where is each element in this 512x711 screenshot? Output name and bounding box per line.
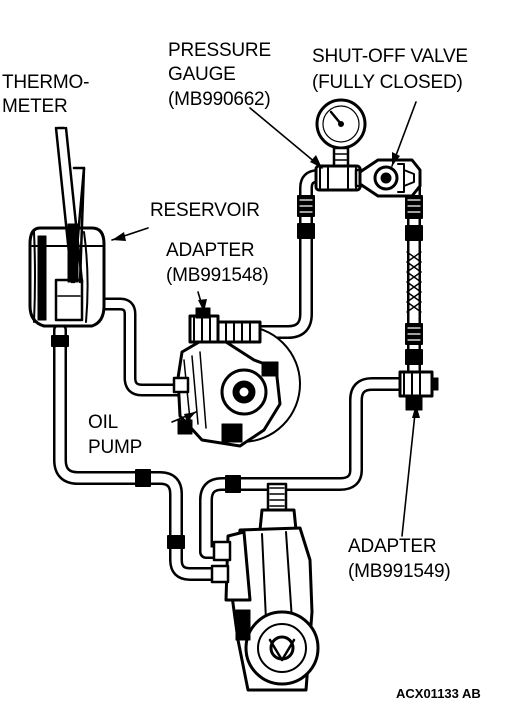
pressure-gauge-label-line2: GAUGE xyxy=(168,64,236,85)
thermometer-label-line2: METER xyxy=(2,96,68,117)
shut-off-valve-label-line1: SHUT-OFF VALVE xyxy=(312,46,468,67)
oil-pump xyxy=(172,325,301,448)
steering-gear-box xyxy=(210,482,320,692)
pressure-gauge-label-line1: PRESSURE xyxy=(168,40,271,61)
suction-hose xyxy=(93,297,185,397)
pressure-gauge-part-number: (MB990662) xyxy=(168,89,271,110)
lower-adapter-label-line1: ADAPTER xyxy=(348,536,437,557)
lower-adapter xyxy=(398,370,439,411)
reservoir xyxy=(28,226,106,328)
upper-adapter xyxy=(188,307,262,344)
shut-off-valve xyxy=(358,158,422,198)
pressure-hose-pump-to-gauge xyxy=(251,169,337,339)
pressure-gauge xyxy=(315,98,367,168)
thermometer-label-line1: THERMO- xyxy=(2,72,90,93)
upper-adapter-part-number: (MB991548) xyxy=(166,265,269,286)
thermometer xyxy=(54,126,86,284)
reservoir-label: RESERVOIR xyxy=(150,200,260,221)
oil-pump-label-line1: OIL xyxy=(88,412,119,433)
lower-adapter-part-number: (MB991549) xyxy=(348,561,451,582)
oil-pump-label-line2: PUMP xyxy=(88,437,143,458)
upper-adapter-label-line1: ADAPTER xyxy=(166,240,255,261)
shut-off-valve-label-line2: (FULLY CLOSED) xyxy=(312,72,463,93)
figure-code: ACX01133 AB xyxy=(396,686,481,701)
